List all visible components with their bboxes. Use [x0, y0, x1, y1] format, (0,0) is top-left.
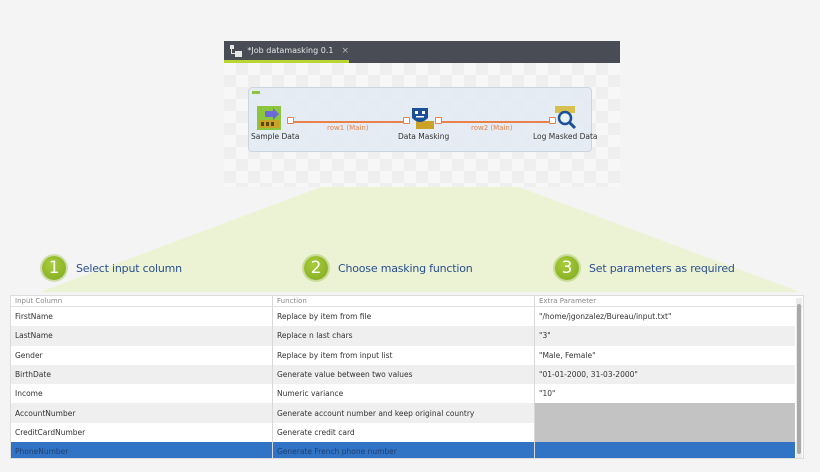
- cell-function[interactable]: Replace by item from file: [273, 307, 535, 327]
- step-number-badge: 3: [555, 256, 579, 280]
- table-header: Input Column Function Extra Parameter: [11, 296, 803, 307]
- cell-input[interactable]: Income: [11, 384, 273, 404]
- table-row[interactable]: CreditCardNumber Generate credit card: [11, 422, 803, 443]
- node-label: Log Masked Data: [533, 132, 598, 141]
- job-tab-title: *Job datamasking 0.1: [247, 46, 334, 55]
- step-label: Set parameters as required: [589, 261, 735, 275]
- scrollbar-thumb[interactable]: [797, 304, 801, 454]
- table-row[interactable]: Income Numeric variance "10": [11, 384, 803, 404]
- output-port-icon: [287, 117, 294, 124]
- connection-row1[interactable]: [290, 121, 408, 123]
- subjob-container[interactable]: row1 (Main) row2 (Main) Sample Data: [248, 87, 598, 152]
- cell-function[interactable]: Generate value between two values: [273, 364, 535, 385]
- cell-input[interactable]: AccountNumber: [11, 403, 273, 423]
- cell-function[interactable]: Generate credit card: [273, 422, 535, 443]
- output-port-icon: [435, 117, 442, 124]
- table-row[interactable]: FirstName Replace by item from file "/ho…: [11, 307, 803, 327]
- step-number-badge: 1: [42, 256, 66, 280]
- node-log-masked-data[interactable]: Log Masked Data: [533, 106, 598, 141]
- vertical-scrollbar[interactable]: [796, 298, 802, 458]
- cell-extra[interactable]: "3": [535, 326, 795, 346]
- node-data-masking[interactable]: Data Masking: [398, 106, 450, 141]
- mask-icon: [410, 106, 434, 130]
- data-generator-icon: [257, 106, 281, 130]
- cell-input[interactable]: FirstName: [11, 307, 273, 327]
- cell-function[interactable]: Numeric variance: [273, 384, 535, 404]
- step-2: 2 Choose masking function: [304, 256, 473, 280]
- table-row[interactable]: AccountNumber Generate account number an…: [11, 403, 803, 423]
- connection-label: row2 (Main): [471, 124, 513, 132]
- header-extra-parameter[interactable]: Extra Parameter: [539, 297, 597, 305]
- job-tab[interactable]: *Job datamasking 0.1 ×: [224, 41, 349, 63]
- step-1: 1 Select input column: [42, 256, 182, 280]
- cell-extra[interactable]: "/home/jgonzalez/Bureau/input.txt": [539, 312, 672, 322]
- step-label: Choose masking function: [338, 261, 473, 275]
- table-row[interactable]: Gender Replace by item from input list "…: [11, 345, 803, 365]
- cell-input[interactable]: CreditCardNumber: [11, 422, 273, 443]
- cell-input[interactable]: Gender: [11, 345, 273, 365]
- cell-extra[interactable]: [535, 442, 795, 458]
- table-row-selected[interactable]: PhoneNumber Generate French phone number: [11, 442, 803, 458]
- job-designer-window: *Job datamasking 0.1 × row1 (Main) row2 …: [224, 41, 620, 187]
- subjob-collapse-icon[interactable]: [252, 91, 260, 94]
- cell-input[interactable]: BirthDate: [11, 364, 273, 385]
- log-magnifier-icon: [553, 106, 577, 130]
- header-function[interactable]: Function: [273, 296, 535, 306]
- step-label: Select input column: [76, 261, 182, 275]
- job-canvas[interactable]: row1 (Main) row2 (Main) Sample Data: [224, 63, 620, 187]
- cell-input[interactable]: LastName: [11, 326, 273, 346]
- input-port-icon: [403, 117, 410, 124]
- cell-function[interactable]: Generate account number and keep origina…: [273, 403, 535, 423]
- cell-extra-disabled: [535, 403, 795, 423]
- connection-label: row1 (Main): [327, 124, 369, 132]
- step-number-badge: 2: [304, 256, 328, 280]
- table-row[interactable]: BirthDate Generate value between two val…: [11, 364, 803, 385]
- job-tab-bar: *Job datamasking 0.1 ×: [224, 41, 620, 63]
- close-tab-icon[interactable]: ×: [341, 45, 349, 56]
- table-row[interactable]: LastName Replace n last chars "3": [11, 326, 803, 346]
- cell-extra[interactable]: "Male, Female": [539, 350, 596, 360]
- input-port-icon: [549, 117, 556, 124]
- connection-row2[interactable]: [438, 121, 553, 123]
- cell-function[interactable]: Replace by item from input list: [273, 345, 535, 365]
- node-sample-data[interactable]: Sample Data: [251, 106, 300, 141]
- cell-extra-disabled: [535, 422, 795, 443]
- header-input-column[interactable]: Input Column: [11, 296, 273, 306]
- step-3: 3 Set parameters as required: [555, 256, 735, 280]
- cell-extra[interactable]: "10": [539, 389, 556, 399]
- node-label: Sample Data: [251, 132, 300, 141]
- cell-input[interactable]: PhoneNumber: [11, 442, 273, 458]
- cell-extra[interactable]: "01-01-2000, 31-03-2000": [535, 364, 795, 385]
- node-label: Data Masking: [398, 132, 450, 141]
- cell-function[interactable]: Generate French phone number: [273, 442, 535, 458]
- job-icon: [230, 44, 242, 57]
- cell-function[interactable]: Replace n last chars: [273, 326, 535, 346]
- masking-table: Input Column Function Extra Parameter Fi…: [10, 295, 804, 459]
